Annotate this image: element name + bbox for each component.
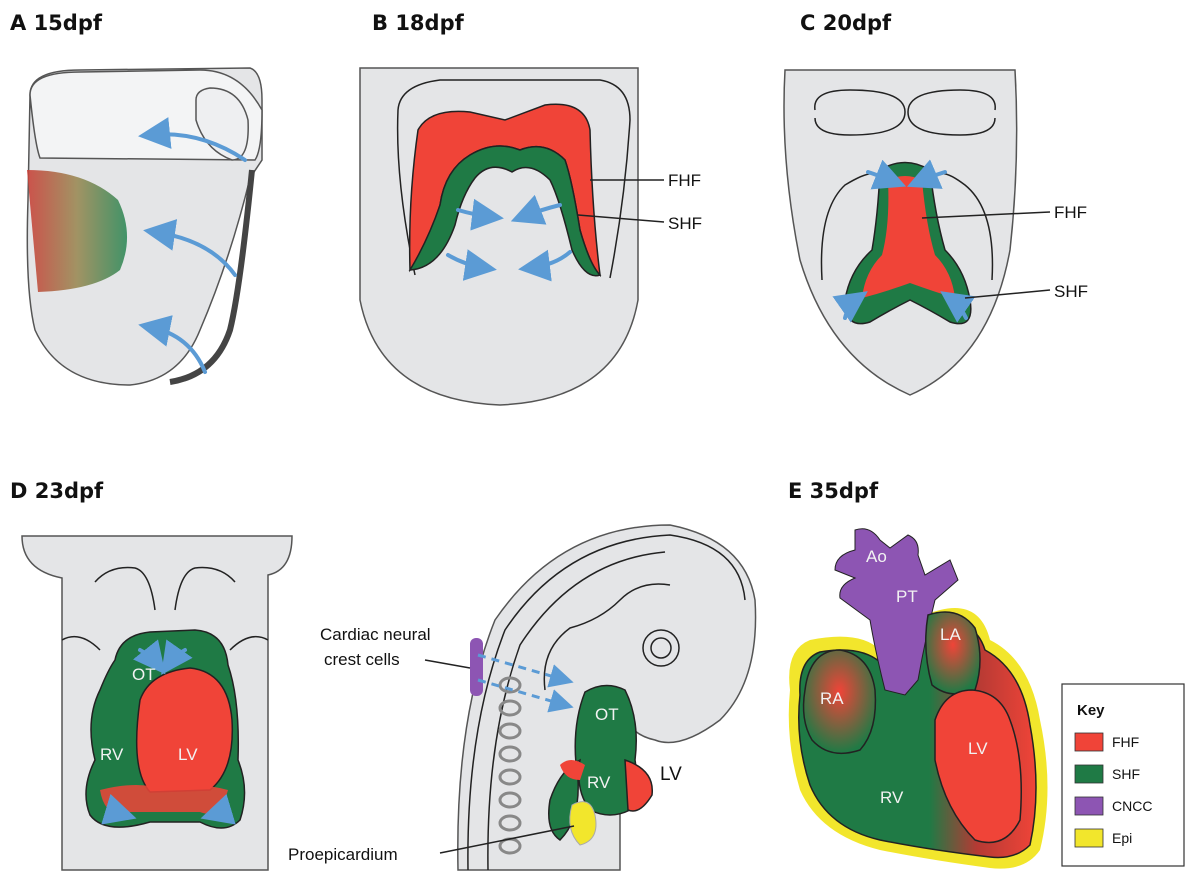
panel-e-title: E 35dpf	[788, 479, 879, 503]
panel-e-lv-label: LV	[968, 739, 988, 758]
panel-d-lateral-rv-label: RV	[587, 773, 611, 792]
panel-d-lateral-cncc-label-2: crest cells	[324, 650, 400, 669]
panel-b-fhf-label: FHF	[668, 171, 701, 190]
legend-swatch	[1075, 797, 1103, 815]
panel-c-shf-label: SHF	[1054, 282, 1088, 301]
panel-d-lateral-cncc-label-1: Cardiac neural	[320, 625, 431, 644]
legend-label: FHF	[1112, 734, 1139, 750]
legend-swatch	[1075, 765, 1103, 783]
panel-d-lateral: Cardiac neural crest cells Proepicardium…	[288, 525, 756, 870]
panel-e-ao-label: Ao	[866, 547, 887, 566]
panel-d-lateral-proepi-label: Proepicardium	[288, 845, 398, 864]
panel-c: C 20dpf FHF SHF	[784, 11, 1088, 395]
legend-label: SHF	[1112, 766, 1140, 782]
panel-d: D 23dpf OT RV LV	[10, 479, 292, 870]
panel-d-lateral-ot-label: OT	[595, 705, 619, 724]
legend-item-cncc: CNCC	[1075, 797, 1152, 815]
legend: Key FHF SHF CNCC Epi	[1062, 684, 1184, 866]
panel-d-rv-label: RV	[100, 745, 124, 764]
legend-title: Key	[1077, 702, 1105, 719]
panel-d-ot-label: OT	[132, 665, 156, 684]
panel-d-lateral-lv-label: LV	[660, 764, 682, 785]
legend-label: CNCC	[1112, 798, 1152, 814]
legend-swatch	[1075, 829, 1103, 847]
panel-a: A 15dpf	[10, 11, 262, 385]
panel-b-shf-label: SHF	[668, 214, 702, 233]
panel-e-pt-label: PT	[896, 587, 918, 606]
panel-b-title: B 18dpf	[372, 11, 465, 35]
panel-d-lv-label: LV	[178, 745, 198, 764]
panel-d-lateral-cncc	[470, 638, 483, 696]
panel-d-title: D 23dpf	[10, 479, 104, 503]
panel-e: E 35dpf Ao PT LA RA LV RV	[788, 479, 1048, 869]
panel-d-lateral-lv	[625, 760, 652, 811]
legend-label: Epi	[1112, 830, 1132, 846]
panel-e-rv-label: RV	[880, 788, 904, 807]
panel-a-title: A 15dpf	[10, 11, 103, 35]
panel-d-lateral-cncc-leader	[425, 660, 470, 668]
panel-b: B 18dpf FHF SHF	[360, 11, 702, 405]
panel-e-la-label: LA	[940, 625, 961, 644]
panel-c-fhf-label: FHF	[1054, 203, 1087, 222]
panel-d-lv	[137, 668, 233, 792]
panel-e-ra-label: RA	[820, 689, 844, 708]
panel-c-title: C 20dpf	[800, 11, 892, 35]
legend-swatch	[1075, 733, 1103, 751]
